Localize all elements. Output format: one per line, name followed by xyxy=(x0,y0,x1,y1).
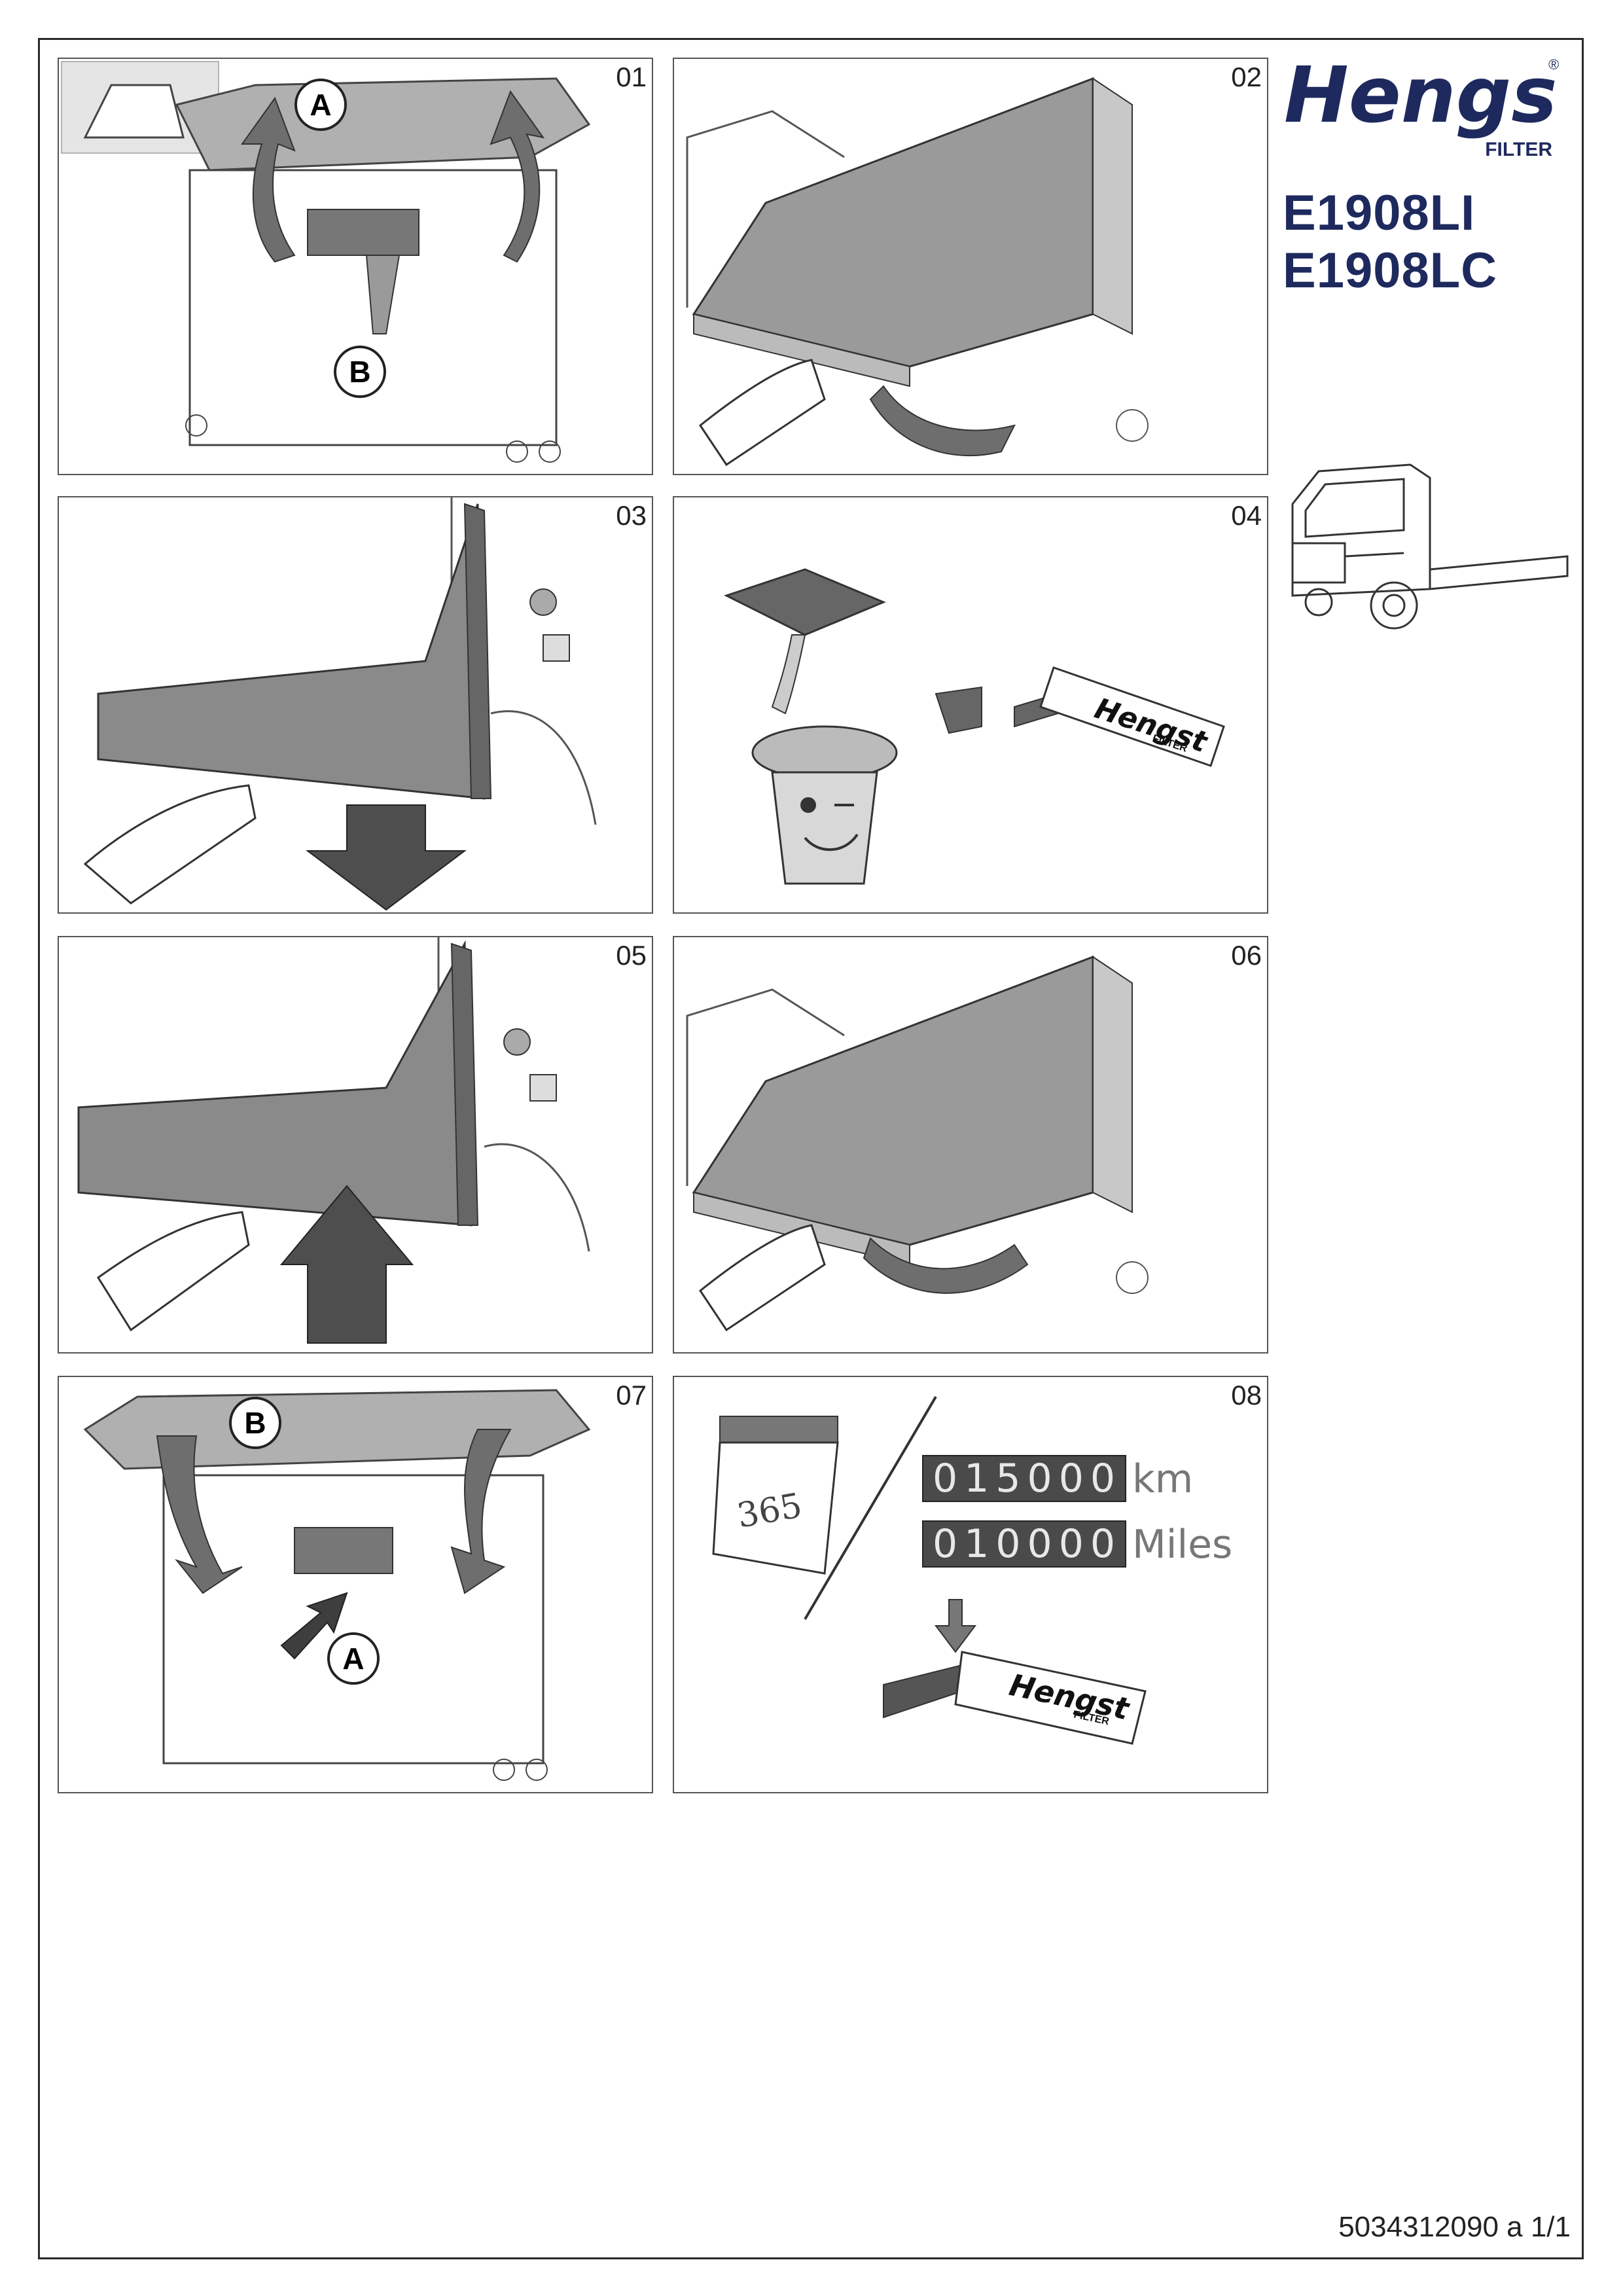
filter-element xyxy=(77,940,473,1227)
hand xyxy=(96,1211,250,1332)
logo-wordmark: Hengst xyxy=(1284,50,1559,140)
miles-value: 010000 xyxy=(933,1521,1122,1567)
step-panel-02: 02 xyxy=(673,58,1268,475)
step-number: 03 xyxy=(616,500,647,531)
step-panel-05: 05 xyxy=(58,936,653,1354)
filter-box xyxy=(1039,666,1225,767)
km-counter xyxy=(922,1455,1126,1502)
filter-housing xyxy=(294,1527,393,1574)
step-06-illustration xyxy=(686,955,1149,1332)
step-number: 07 xyxy=(616,1380,647,1410)
step-number: 06 xyxy=(1231,940,1262,971)
filter-element xyxy=(97,503,486,800)
step-07-illustration: B A xyxy=(83,1389,591,1781)
label-a: A xyxy=(310,88,331,122)
arrow-b-right xyxy=(450,1429,512,1594)
label-b: B xyxy=(244,1406,266,1440)
step-01-illustration: A B xyxy=(61,61,591,463)
model-code-1: E1908LI xyxy=(1283,185,1476,241)
hand xyxy=(83,784,257,905)
step-05-illustration xyxy=(77,937,590,1344)
calendar-top xyxy=(719,1416,838,1443)
new-filter xyxy=(883,1664,963,1719)
step-number: 04 xyxy=(1231,500,1262,531)
step-panel-03: 03 xyxy=(58,496,653,914)
step-number: 05 xyxy=(616,940,647,971)
rotate-arrow xyxy=(869,385,1016,457)
filter-housing xyxy=(307,209,419,256)
model-code-2: E1908LC xyxy=(1283,243,1498,298)
arrow-a xyxy=(280,1592,348,1660)
divider-slash xyxy=(804,1395,937,1621)
step-panel-06: 06 xyxy=(673,936,1268,1354)
down-arrow xyxy=(935,1599,976,1653)
discard-arrow xyxy=(771,634,806,715)
step-panel-08: 365 015000 km 010000 Miles Hengst FILTER… xyxy=(673,1376,1268,1793)
truck-illustration xyxy=(1291,463,1569,630)
hand xyxy=(698,1224,826,1332)
logo-sub: FILTER xyxy=(1485,139,1552,160)
arrow-a-left xyxy=(241,96,296,263)
registered-mark: ® xyxy=(1548,56,1559,73)
filter-box xyxy=(954,1651,1147,1745)
step-04-illustration: Hengst FILTER xyxy=(724,568,1225,885)
miles-counter xyxy=(922,1520,1126,1568)
down-arrow xyxy=(306,804,467,911)
hengst-logo: Hengst ® FILTER xyxy=(1284,50,1559,160)
arrow-b-left xyxy=(156,1435,243,1594)
old-filter xyxy=(724,568,886,636)
step-panel-07: B A 07 xyxy=(58,1376,653,1793)
step-panel-04: Hengst FILTER 04 xyxy=(673,496,1268,914)
trash-can xyxy=(771,771,878,885)
km-unit: km xyxy=(1132,1456,1193,1502)
up-arrow xyxy=(279,1185,414,1344)
filter-element xyxy=(692,955,1094,1246)
step-08-illustration: 365 015000 km 010000 Miles Hengst FILTER xyxy=(712,1395,1232,1745)
trash-lid xyxy=(751,725,898,780)
hand xyxy=(698,359,826,467)
label-a: A xyxy=(342,1641,364,1676)
miles-unit: Miles xyxy=(1132,1522,1232,1568)
step-panel-01: A B 01 xyxy=(58,58,653,475)
document-number: 5034312090 a 1/1 xyxy=(1338,2211,1571,2243)
arrow-b xyxy=(365,255,401,334)
arrow-a-right xyxy=(490,90,545,263)
label-b: B xyxy=(349,355,370,389)
km-value: 015000 xyxy=(933,1456,1122,1501)
step-number: 08 xyxy=(1231,1380,1262,1410)
step-number: 02 xyxy=(1231,62,1262,92)
step-number: 01 xyxy=(616,62,647,92)
calendar-sheet xyxy=(712,1441,839,1575)
step-02-illustration xyxy=(686,77,1149,467)
raised-grille xyxy=(83,1389,591,1470)
filter-element xyxy=(692,77,1094,368)
page-frame xyxy=(38,38,1584,2259)
rotate-arrow xyxy=(863,1237,1029,1294)
step-03-illustration xyxy=(83,497,597,911)
